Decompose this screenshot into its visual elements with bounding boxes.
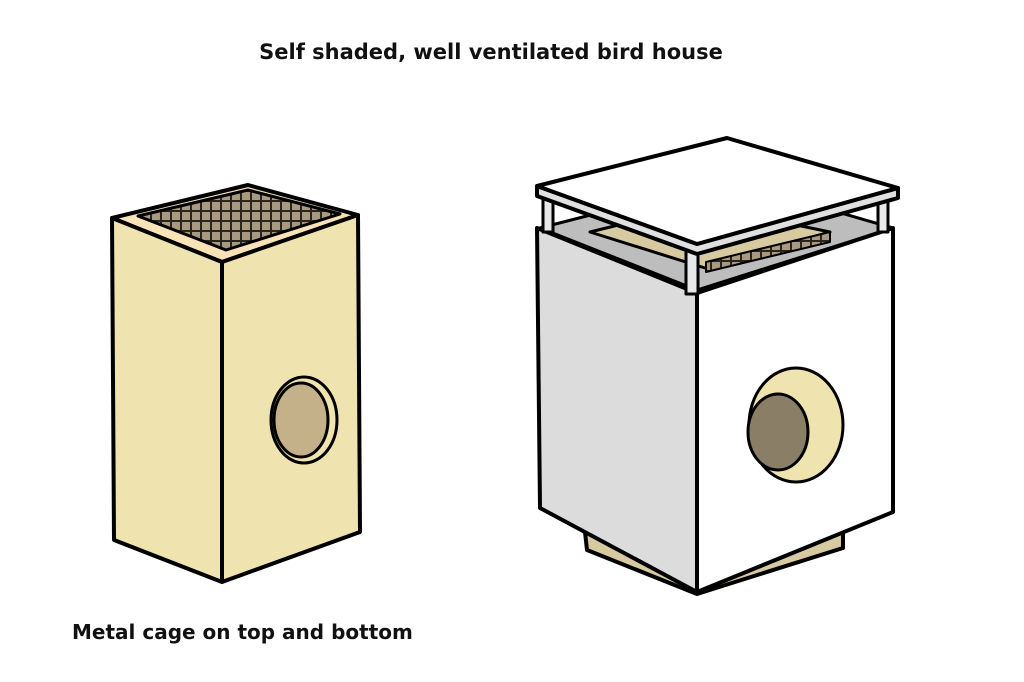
left-face: [535, 226, 699, 594]
shaded-bird-house: [535, 136, 900, 596]
roof: [535, 136, 900, 246]
caption-metal-cage: Metal cage on top and bottom: [72, 620, 413, 644]
metal-cage-top: [136, 188, 342, 252]
plain-bird-house: [110, 183, 362, 584]
diagram-title: Self shaded, well ventilated bird house: [259, 40, 723, 64]
entrance-hole: [272, 381, 330, 459]
entrance-hole: [746, 392, 810, 472]
left-face: [110, 216, 224, 584]
